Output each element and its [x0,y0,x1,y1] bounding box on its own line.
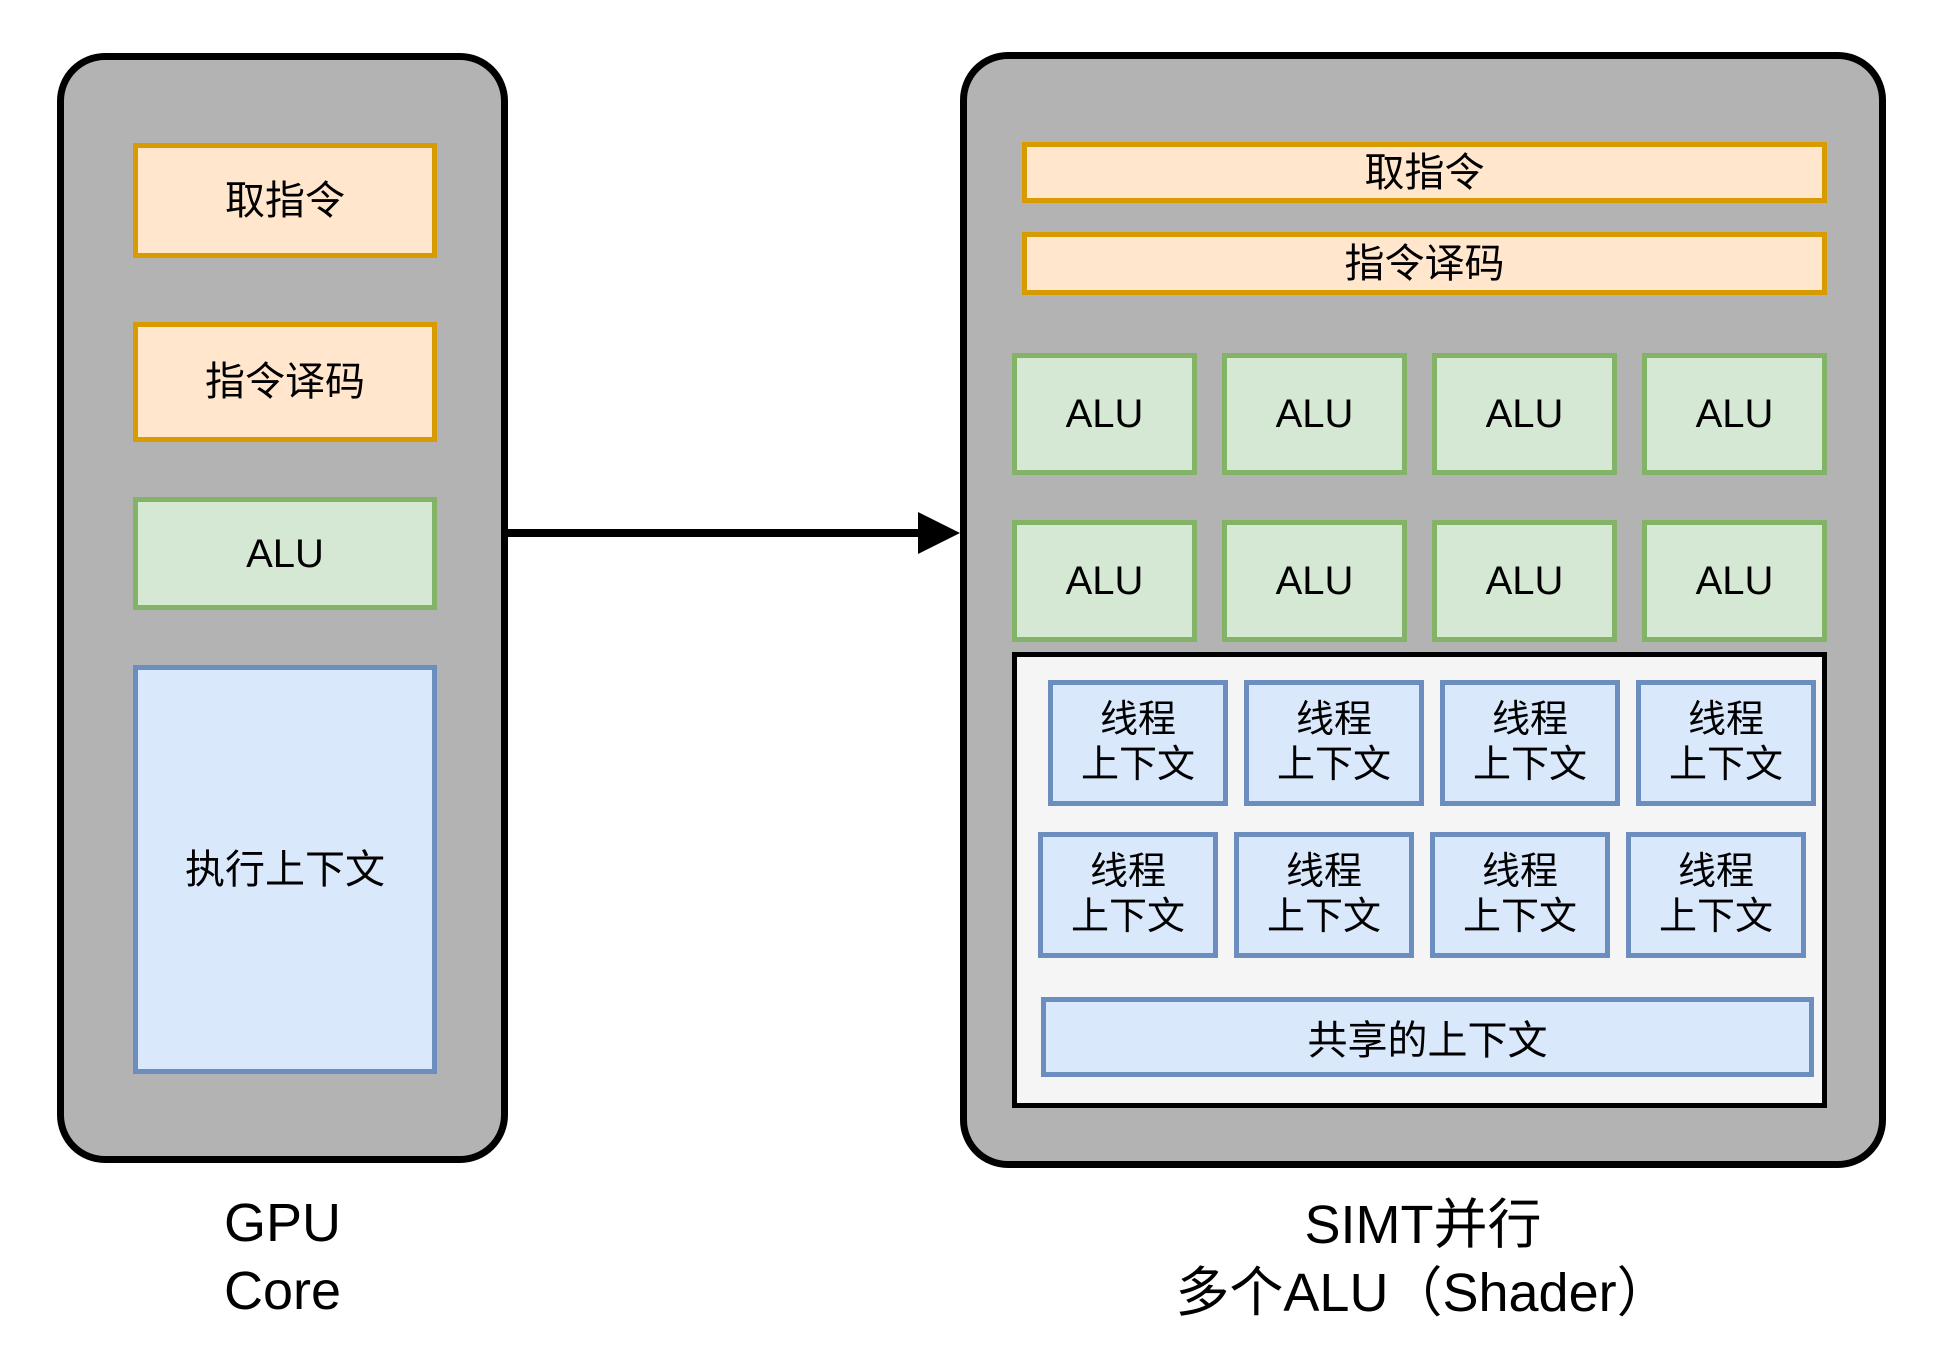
thread-context-line2: 上下文 [1070,896,1185,938]
alu-box: ALU [1432,520,1617,642]
arrow-head-icon [918,512,960,554]
left-alu-label: ALU [246,531,324,576]
thread-context-box: 线程 上下文 [1636,680,1816,806]
alu-box: ALU [1642,520,1827,642]
simt-container: 取指令 指令译码 ALU ALU ALU ALU ALU ALU ALU ALU… [960,52,1886,1168]
gpu-core-caption-line1: GPU [223,1193,342,1253]
thread-context-line1: 线程 [1481,851,1558,894]
alu-box: ALU [1222,520,1407,642]
left-instruction-decode-label: 指令译码 [205,360,365,404]
thread-context-box: 线程 上下文 [1244,680,1424,806]
left-execution-context-box: 执行上下文 [133,665,437,1074]
thread-context-row-2: 线程 上下文 线程 上下文 线程 上下文 线程 上下文 [1038,832,1806,958]
thread-context-line1: 线程 [1677,851,1754,894]
thread-context-box: 线程 上下文 [1234,832,1414,958]
alu-box: ALU [1012,353,1197,475]
thread-context-line1: 线程 [1687,699,1764,742]
thread-context-row-1: 线程 上下文 线程 上下文 线程 上下文 线程 上下文 [1048,680,1816,806]
gpu-core-caption: GPU Core [57,1190,508,1325]
left-fetch-instruction-box: 取指令 [133,143,437,258]
thread-context-line1: 线程 [1491,699,1568,742]
thread-context-line1: 线程 [1099,699,1176,742]
alu-box: ALU [1012,520,1197,642]
thread-context-box: 线程 上下文 [1626,832,1806,958]
alu-box: ALU [1642,353,1827,475]
alu-box: ALU [1432,353,1617,475]
simt-caption-line1: SIMT并行 [1304,1195,1542,1255]
thread-context-line2: 上下文 [1462,896,1577,938]
thread-context-box: 线程 上下文 [1440,680,1620,806]
thread-context-line2: 上下文 [1472,744,1587,786]
thread-context-line1: 线程 [1285,851,1362,894]
thread-context-line2: 上下文 [1668,744,1783,786]
thread-context-line2: 上下文 [1080,744,1195,786]
gpu-core-caption-line2: Core [223,1260,342,1321]
right-fetch-instruction-bar: 取指令 [1022,142,1827,203]
shared-context-label: 共享的上下文 [1307,1019,1548,1063]
thread-context-line2: 上下文 [1266,896,1381,938]
thread-context-line1: 线程 [1295,699,1372,742]
thread-context-box: 线程 上下文 [1048,680,1228,806]
thread-context-box: 线程 上下文 [1430,832,1610,958]
alu-grid: ALU ALU ALU ALU ALU ALU ALU ALU [1012,353,1827,642]
shared-context-bar: 共享的上下文 [1041,997,1814,1077]
left-instruction-decode-box: 指令译码 [133,322,437,442]
alu-box: ALU [1222,353,1407,475]
right-instruction-decode-label: 指令译码 [1344,241,1505,286]
right-fetch-instruction-label: 取指令 [1364,150,1485,195]
thread-context-box: 线程 上下文 [1038,832,1218,958]
simt-caption: SIMT并行 多个ALU（Shader） [960,1192,1886,1327]
left-alu-box: ALU [133,497,437,610]
arrow-line [508,529,926,537]
thread-context-line2: 上下文 [1276,744,1391,786]
right-instruction-decode-bar: 指令译码 [1022,232,1827,295]
simt-caption-line2: 多个ALU（Shader） [1175,1262,1671,1323]
left-execution-context-label: 执行上下文 [185,847,385,892]
gpu-core-container: 取指令 指令译码 ALU 执行上下文 [57,53,508,1163]
left-fetch-instruction-label: 取指令 [225,178,345,223]
execution-context-pool: 线程 上下文 线程 上下文 线程 上下文 线程 上下文 线程 [1012,652,1827,1108]
thread-context-line1: 线程 [1089,851,1166,894]
thread-context-line2: 上下文 [1658,896,1773,938]
